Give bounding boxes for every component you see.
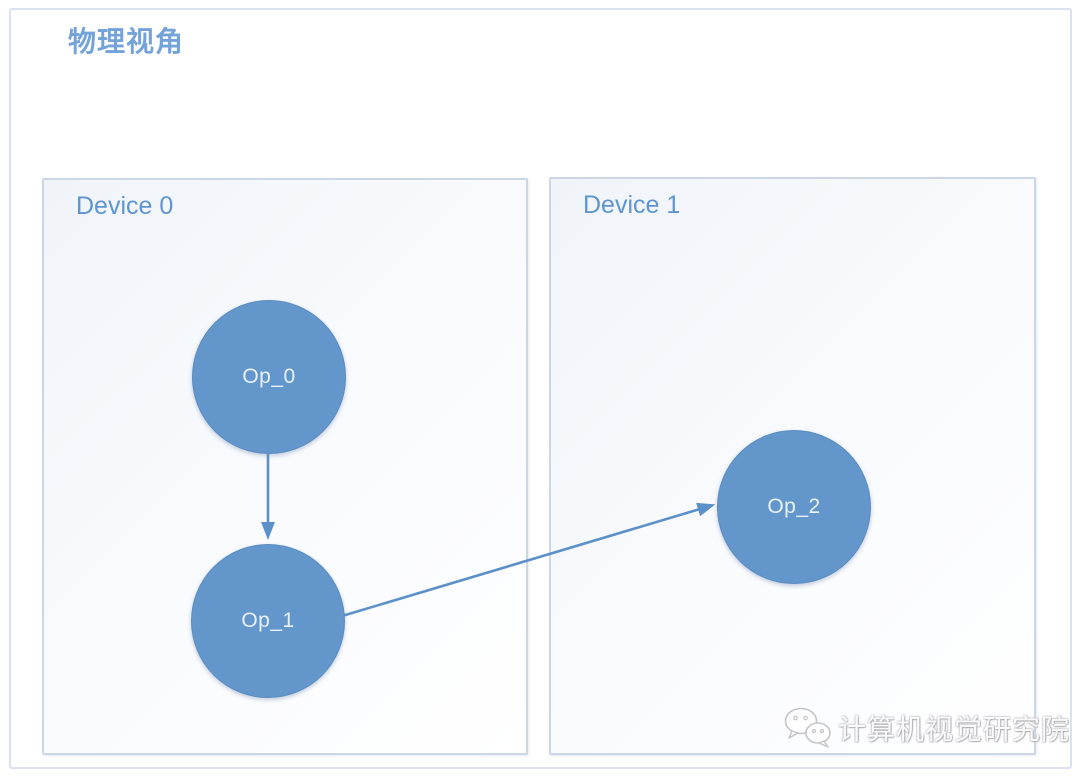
device-0-label: Device 0 [76,192,174,220]
node-op1-label: Op_1 [241,609,295,632]
watermark: 计算机视觉研究院 [784,706,1070,750]
node-op2-label: Op_2 [767,495,821,518]
node-op2: Op_2 [717,430,871,584]
node-op1: Op_1 [191,544,345,698]
wechat-chat-bubbles-icon [784,707,831,748]
watermark-text: 计算机视觉研究院 [838,714,1071,745]
node-op0: Op_0 [192,300,346,454]
node-op0-label: Op_0 [242,365,296,388]
device-1-label: Device 1 [583,191,681,219]
page-title: 物理视角 [68,26,185,57]
